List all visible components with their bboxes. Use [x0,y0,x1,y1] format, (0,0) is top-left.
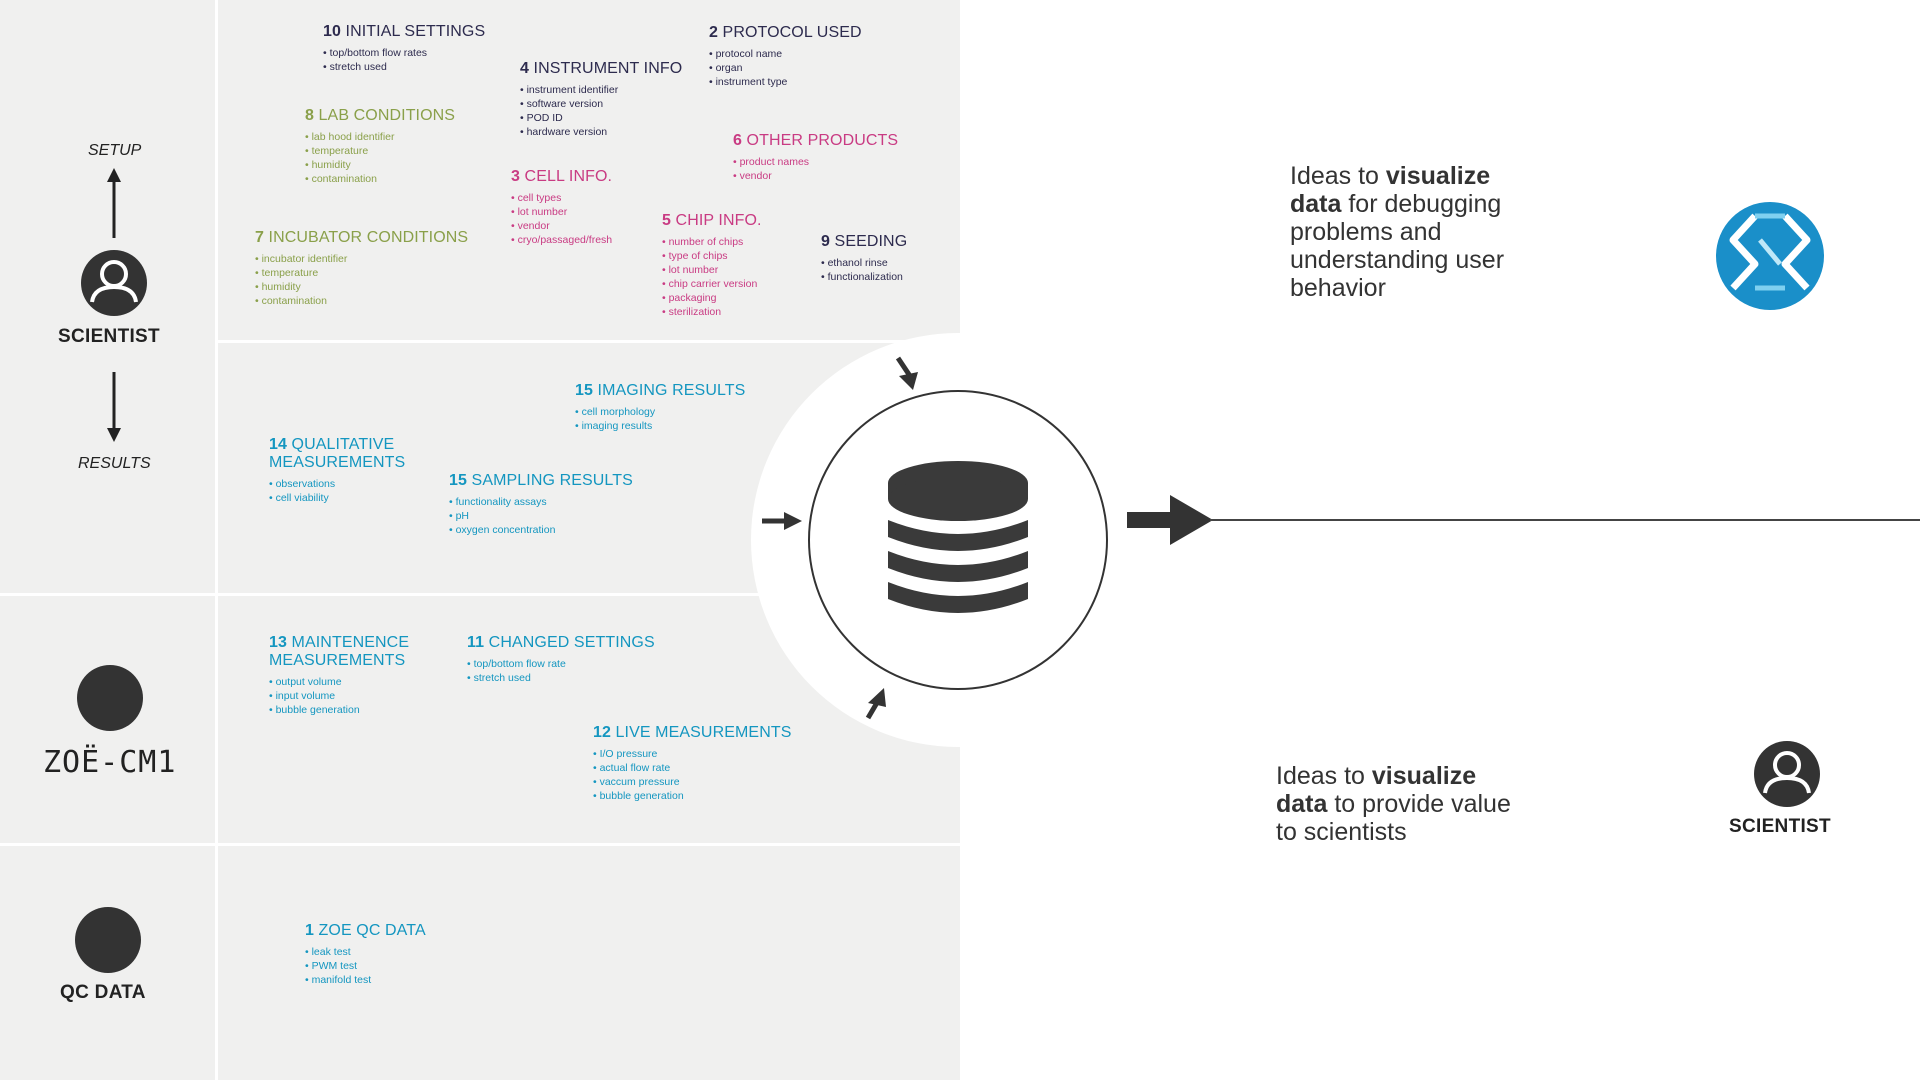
zoe-device-icon [77,665,143,731]
idea-scientist-value-text: Ideas to visualize data to provide value… [1276,762,1511,846]
database-icon [888,461,1028,613]
row-divider-results [0,593,960,596]
row-divider-zoe [0,843,960,846]
group-live-measurements: 12 LIVE MEASUREMENTS I/O pressureactual … [593,724,792,803]
arrow-in-bottom-icon [865,688,886,720]
arrow-in-left-icon [762,512,802,530]
arrow-in-top-icon [895,356,918,390]
qc-data-icon [75,907,141,973]
group-changed-settings: 11 CHANGED SETTINGS top/bottom flow rate… [467,634,655,685]
group-cell-info: 3 CELL INFO. cell typeslot numbervendorc… [511,168,612,247]
group-zoe-qc-data: 1 ZOE QC DATA leak testPWM testmanifold … [305,922,426,987]
group-imaging-results: 15 IMAGING RESULTS cell morphologyimagin… [575,382,745,433]
group-seeding: 9 SEEDING ethanol rinsefunctionalization [821,233,907,284]
arrow-up-icon [107,168,121,238]
group-sampling-results: 15 SAMPLING RESULTS functionality assays… [449,472,633,537]
group-lab-conditions: 8 LAB CONDITIONS lab hood identifiertemp… [305,107,455,186]
idea-debugging-text: Ideas to visualize data for debugging pr… [1290,162,1505,302]
qc-data-label: QC DATA [60,982,146,1003]
user-icon [81,250,147,316]
scientist-output-label: SCIENTIST [1729,816,1831,837]
group-qualitative-measurements: 14 QUALITATIVE MEASUREMENTS observations… [269,436,405,505]
group-instrument-info: 4 INSTRUMENT INFO instrument identifiers… [520,60,682,139]
group-chip-info: 5 CHIP INFO. number of chipstype of chip… [662,212,762,319]
left-icons [75,168,147,973]
arrow-down-icon [107,372,121,442]
row-divider-setup [215,340,960,343]
group-protocol-used: 2 PROTOCOL USED protocol nameorganinstru… [709,24,862,89]
setup-label: SETUP [88,142,142,159]
column-divider [215,0,218,1080]
results-label: RESULTS [78,455,151,472]
scientist-role-label: SCIENTIST [58,326,160,347]
output-arrow-icon [1127,495,1213,545]
group-other-products: 6 OTHER PRODUCTS product namesvendor [733,132,898,183]
group-incubator-conditions: 7 INCUBATOR CONDITIONS incubator identif… [255,229,468,308]
zoe-cm1-label: ZOË-CM1 [43,745,177,780]
group-maintenence-measurements: 13 MAINTENENCE MEASUREMENTS output volum… [269,634,409,717]
group-initial-settings: 10 INITIAL SETTINGS top/bottom flow rate… [323,23,485,74]
